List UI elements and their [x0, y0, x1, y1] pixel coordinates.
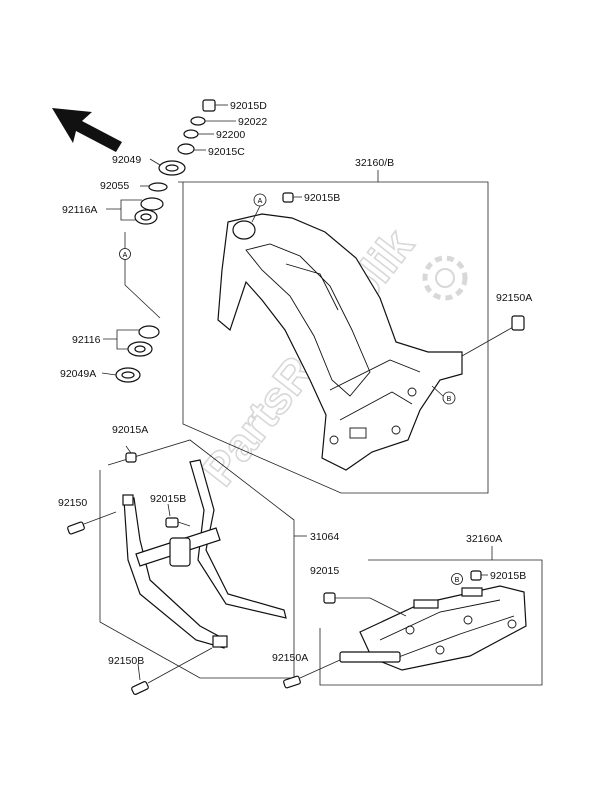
label-92015A: 92015A	[112, 424, 148, 436]
subframe-box	[319, 546, 543, 686]
label-92015B-mid: 92015B	[150, 493, 186, 505]
label-92200: 92200	[216, 129, 245, 141]
main-frame-box	[178, 170, 489, 494]
part-labels: 92015D 92022 92200 92049 92015C 92055 92…	[58, 100, 532, 667]
svg-text:A: A	[258, 198, 263, 205]
label-92015: 92015	[310, 565, 339, 577]
label-92049: 92049	[112, 154, 141, 166]
bracket-fasteners	[67, 445, 213, 695]
label-92150B: 92150B	[108, 655, 144, 667]
front-direction-arrow-icon	[52, 108, 122, 152]
label-92116: 92116	[72, 334, 101, 346]
callout-a-left: A	[119, 248, 131, 260]
steering-bearing-stack	[115, 99, 216, 383]
label-92049A: 92049A	[60, 368, 96, 380]
callout-a-frame: A	[251, 193, 267, 223]
gear-watermark-icon	[422, 255, 468, 301]
stem-leader-lines	[101, 104, 236, 376]
label-92015C: 92015C	[208, 146, 245, 158]
main-frame-part	[217, 192, 525, 471]
bracket-part	[122, 459, 287, 649]
label-92150A-low: 92150A	[272, 652, 308, 664]
label-32160B: 32160/B	[355, 157, 394, 169]
label-92015D: 92015D	[230, 100, 267, 112]
label-31064: 31064	[310, 531, 339, 543]
label-32160A: 32160A	[466, 533, 502, 545]
label-92022: 92022	[238, 116, 267, 128]
label-92015B-low: 92015B	[490, 570, 526, 582]
label-92055: 92055	[100, 180, 129, 192]
label-92150A-right: 92150A	[496, 292, 532, 304]
subframe-part	[283, 570, 527, 689]
svg-text:B: B	[447, 396, 452, 403]
callout-b-frame: B	[431, 385, 456, 405]
svg-text:B: B	[455, 577, 460, 584]
label-92015B-top: 92015B	[304, 192, 340, 204]
label-92116A: 92116A	[62, 204, 97, 216]
label-92150: 92150	[58, 497, 87, 509]
svg-text:A: A	[123, 252, 128, 259]
callout-b-sub: B	[451, 573, 463, 585]
